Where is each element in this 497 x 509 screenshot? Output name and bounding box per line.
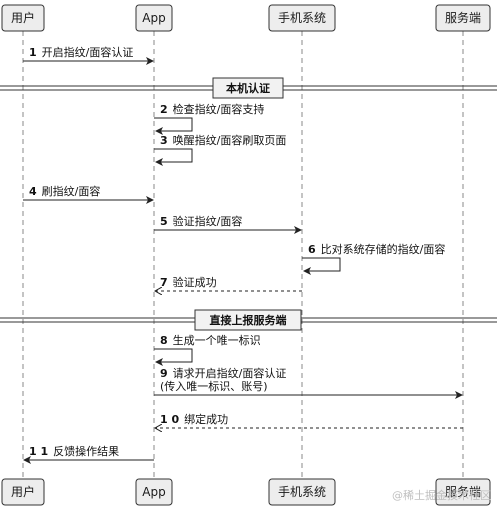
message-text-line: 请求开启指纹/面容认证 <box>173 366 287 380</box>
message-label: 3 唤醒指纹/面容刷取页面 <box>160 133 286 147</box>
message-6: 6 比对系统存储的指纹/面容 <box>302 242 445 275</box>
message-label: 6 比对系统存储的指纹/面容 <box>308 242 445 256</box>
message-number: 1 1 <box>29 445 48 458</box>
message-2: 2 检查指纹/面容支持 <box>154 102 264 135</box>
message-number: 9 <box>160 367 168 380</box>
message-text-line: 生成一个唯一标识 <box>173 333 261 347</box>
message-number: 5 <box>160 215 168 228</box>
message-text-line: 验证成功 <box>173 275 217 289</box>
message-9: 9 请求开启指纹/面容认证(传入唯一标识、账号) <box>154 366 463 399</box>
self-arrow <box>154 148 193 166</box>
participant-box <box>435 4 491 32</box>
message-number: 1 <box>29 46 37 59</box>
message-3: 3 唤醒指纹/面容刷取页面 <box>154 133 286 166</box>
message-text-line: 反馈操作结果 <box>53 444 119 458</box>
message-text-line: 绑定成功 <box>184 412 228 426</box>
participant-box <box>135 4 173 32</box>
message-8: 8 生成一个唯一标识 <box>154 333 261 366</box>
section-divider-label: 直接上报服务端 <box>210 313 287 327</box>
participant-sys-bottom: 手机系统 <box>268 478 336 506</box>
message-5: 5 验证指纹/面容 <box>154 214 302 234</box>
participant-label: 手机系统 <box>278 11 326 25</box>
section-divider-label: 本机认证 <box>226 81 270 95</box>
participant-box <box>1 4 45 32</box>
message-label: 7 验证成功 <box>160 275 217 289</box>
participant-user-bottom: 用户 <box>1 478 45 506</box>
participant-label: 服务端 <box>445 10 481 25</box>
message-7: 7 验证成功 <box>155 275 302 291</box>
message-number: 2 <box>160 103 168 116</box>
message-label: 9 请求开启指纹/面容认证(传入唯一标识、账号) <box>160 366 286 393</box>
message-10: 1 0 绑定成功 <box>155 412 463 428</box>
participant-label: App <box>142 485 165 499</box>
self-arrow <box>154 117 193 135</box>
section-divider: 直接上报服务端 <box>0 309 497 331</box>
participant-app-bottom: App <box>135 478 173 506</box>
section-divider: 本机认证 <box>0 77 497 99</box>
participant-server-bottom: 服务端 <box>435 478 491 506</box>
participant-label: App <box>142 11 165 25</box>
participant-box <box>268 478 336 506</box>
message-text-line: 验证指纹/面容 <box>173 214 243 228</box>
message-label: 1 开启指纹/面容认证 <box>29 45 133 59</box>
self-arrow <box>154 348 193 366</box>
participant-label: 服务端 <box>445 484 481 499</box>
message-label: 8 生成一个唯一标识 <box>160 333 261 347</box>
message-text-line: (传入唯一标识、账号) <box>160 379 268 393</box>
participant-sys-top: 手机系统 <box>268 4 336 32</box>
message-text-line: 唤醒指纹/面容刷取页面 <box>173 133 287 147</box>
message-number: 1 0 <box>160 413 179 426</box>
message-text-line: 刷指纹/面容 <box>42 184 101 198</box>
message-4: 4 刷指纹/面容 <box>23 184 154 204</box>
message-number: 3 <box>160 134 168 147</box>
message-number: 4 <box>29 185 37 198</box>
participant-app-top: App <box>135 4 173 32</box>
message-11: 1 1 反馈操作结果 <box>23 444 154 464</box>
message-label: 2 检查指纹/面容支持 <box>160 102 264 116</box>
message-label: 1 0 绑定成功 <box>160 412 228 426</box>
message-number: 7 <box>160 276 168 289</box>
message-label: 5 验证指纹/面容 <box>160 214 242 228</box>
message-label: 1 1 反馈操作结果 <box>29 444 119 458</box>
message-number: 6 <box>308 243 316 256</box>
message-number: 8 <box>160 334 168 347</box>
message-label: 4 刷指纹/面容 <box>29 184 100 198</box>
message-text-line: 比对系统存储的指纹/面容 <box>321 242 446 256</box>
participant-server-top: 服务端 <box>435 4 491 32</box>
participant-label: 手机系统 <box>278 485 326 499</box>
participant-box <box>268 4 336 32</box>
participant-user-top: 用户 <box>1 4 45 32</box>
participant-label: 用户 <box>11 484 35 499</box>
message-text-line: 检查指纹/面容支持 <box>173 102 265 116</box>
participant-box <box>1 478 45 506</box>
participant-label: 用户 <box>11 10 35 25</box>
self-arrow <box>302 257 341 275</box>
watermark: @稀土掘金技术社区 <box>392 489 491 502</box>
message-text-line: 开启指纹/面容认证 <box>42 45 134 59</box>
participant-box <box>135 478 173 506</box>
message-1: 1 开启指纹/面容认证 <box>23 45 154 65</box>
participant-box <box>435 478 491 506</box>
